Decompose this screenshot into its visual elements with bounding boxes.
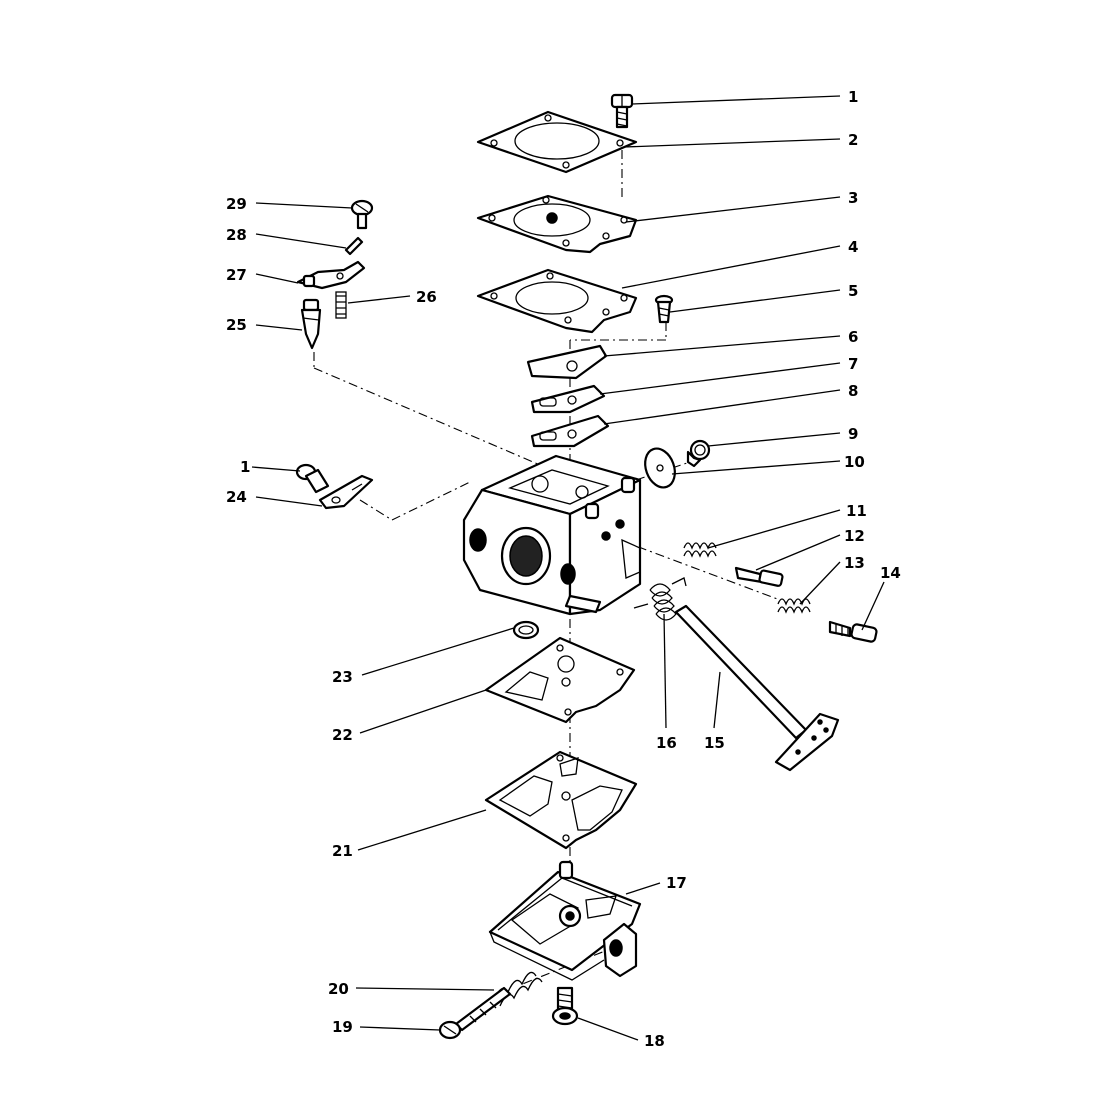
callout-17: 17 bbox=[666, 874, 687, 892]
callout-22: 22 bbox=[332, 726, 353, 744]
needle-part-12 bbox=[734, 566, 784, 587]
callout-23: 23 bbox=[332, 668, 353, 686]
callout-6: 6 bbox=[848, 328, 858, 346]
callout-26: 26 bbox=[416, 288, 437, 306]
callout-20: 20 bbox=[328, 980, 349, 998]
callout-4: 4 bbox=[848, 238, 858, 256]
callout-21: 21 bbox=[332, 842, 353, 860]
valve-plate-part-7 bbox=[530, 384, 606, 414]
screw-part-1-left bbox=[295, 463, 330, 494]
carburetor-body bbox=[462, 454, 642, 616]
callout-10: 10 bbox=[844, 453, 865, 471]
callout-8: 8 bbox=[848, 382, 858, 400]
gasket-part-21 bbox=[484, 750, 638, 850]
callout-labels: 1 2 3 4 5 6 7 8 9 10 11 12 13 14 15 16 1… bbox=[226, 88, 901, 1050]
disc-part-10 bbox=[644, 447, 676, 489]
callout-7: 7 bbox=[848, 355, 858, 373]
callout-14: 14 bbox=[880, 564, 901, 582]
pump-cover-part-17 bbox=[488, 860, 642, 981]
screw-part-18 bbox=[551, 986, 579, 1026]
callout-15: 15 bbox=[704, 734, 725, 752]
metering-plate-part-22 bbox=[484, 636, 636, 724]
valve-plate-part-6 bbox=[526, 344, 608, 380]
callout-2: 2 bbox=[848, 131, 858, 149]
callout-25: 25 bbox=[226, 316, 247, 334]
callout-27: 27 bbox=[226, 266, 247, 284]
needle-part-14 bbox=[828, 620, 878, 643]
bracket-part-24 bbox=[318, 474, 374, 510]
throttle-shaft-part-15 bbox=[674, 604, 840, 772]
callout-9: 9 bbox=[848, 425, 858, 443]
callout-1-left: 1 bbox=[240, 458, 250, 476]
pin-part-28 bbox=[344, 236, 364, 256]
callout-13: 13 bbox=[844, 554, 865, 572]
valve-plate-part-8 bbox=[530, 414, 610, 448]
callout-24: 24 bbox=[226, 488, 247, 506]
screw-part-1 bbox=[610, 93, 634, 129]
needle-valve-part-25 bbox=[300, 298, 322, 350]
callout-18: 18 bbox=[644, 1032, 665, 1050]
leader-lines bbox=[251, 95, 885, 1041]
spring-part-11 bbox=[683, 542, 717, 558]
callout-12: 12 bbox=[844, 527, 865, 545]
lever-part-27 bbox=[296, 260, 366, 290]
callout-1: 1 bbox=[848, 88, 858, 106]
gasket-part-4 bbox=[476, 268, 638, 334]
cover-plate-part-2 bbox=[476, 110, 638, 174]
screen-screw-part-9 bbox=[686, 439, 711, 468]
callout-5: 5 bbox=[848, 282, 858, 300]
fuel-screen-part-23 bbox=[512, 620, 540, 640]
torsion-spring-part-16 bbox=[633, 577, 687, 621]
screw-part-19 bbox=[438, 986, 512, 1040]
callout-3: 3 bbox=[848, 189, 858, 207]
diaphragm-part-3 bbox=[476, 194, 638, 254]
screw-part-5 bbox=[654, 294, 674, 324]
callout-28: 28 bbox=[226, 226, 247, 244]
callout-29: 29 bbox=[226, 195, 247, 213]
callout-16: 16 bbox=[656, 734, 677, 752]
spring-part-13 bbox=[777, 598, 811, 614]
callout-11: 11 bbox=[846, 502, 867, 520]
screw-part-29 bbox=[350, 199, 374, 230]
callout-19: 19 bbox=[332, 1018, 353, 1036]
spring-part-26 bbox=[335, 291, 347, 319]
